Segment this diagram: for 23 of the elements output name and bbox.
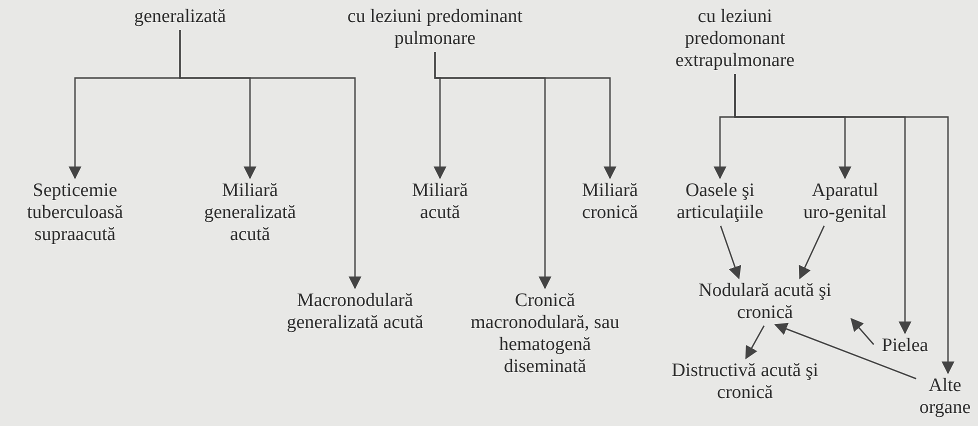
category-label: Miliară cronică bbox=[570, 180, 650, 224]
arrow bbox=[434, 52, 616, 180]
category-label: generalizată bbox=[100, 6, 260, 28]
arrow bbox=[720, 226, 742, 280]
category-label: Miliară generalizată acută bbox=[185, 180, 315, 246]
category-label: Macronodulară generalizată acută bbox=[255, 290, 455, 334]
category-label: Septicemie tuberculoasă supraacută bbox=[5, 180, 145, 246]
category-label: Oasele şi articulaţiile bbox=[660, 180, 780, 224]
arrow bbox=[179, 30, 362, 290]
arrow bbox=[774, 322, 916, 380]
arrow bbox=[734, 74, 954, 374]
category-label: cu leziuni predominant pulmonare bbox=[320, 6, 550, 50]
category-label: Distructivă acută şi cronică bbox=[670, 360, 820, 404]
category-label: Miliară acută bbox=[400, 180, 480, 224]
arrow bbox=[798, 226, 825, 280]
category-label: Aparatul uro-genital bbox=[795, 180, 895, 224]
category-label: cu leziuni predomonant extrapulmonare bbox=[660, 6, 810, 72]
category-label: Alte organe bbox=[915, 375, 975, 419]
arrow bbox=[850, 318, 874, 345]
category-label: Cronică macronodulară, sau hematogenă diseminată bbox=[460, 290, 630, 378]
category-label: Nodulară acută şi cronică bbox=[680, 280, 850, 324]
arrow bbox=[745, 325, 765, 360]
category-label: Pielea bbox=[875, 335, 935, 357]
